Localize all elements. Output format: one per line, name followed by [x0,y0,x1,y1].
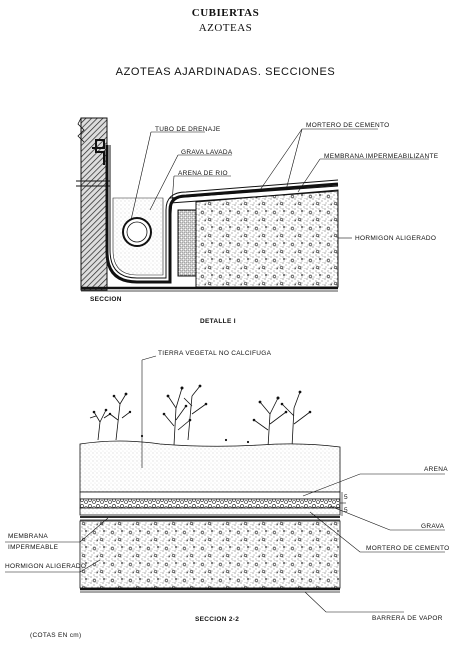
label-arena-rio: ARENA DE RIO [178,170,228,177]
section-2-drawing [5,355,445,613]
label-tierra-vegetal: TIERRA VEGETAL NO CALCIFUGA [158,350,272,357]
dimension-bottom: 5 [344,507,348,514]
plant-group [89,385,311,448]
caption-seccion-2-2: SECCION 2-2 [195,616,240,623]
label-grava: GRAVA [421,523,445,530]
label-hormigon-aligerado-1: HORMIGON ALIGERADO [355,235,437,242]
page-title: CUBIERTAS [191,7,260,19]
page-subtitle: AZOTEAS [198,22,253,34]
label-membrana: MEMBRANA [8,533,48,540]
label-impermeable: IMPERMEABLE [8,544,59,551]
label-hormigon-aligerado-2: HORMIGON ALIGERADO [5,563,87,570]
parapet-wall [80,117,108,291]
label-tubo-drenaje: TUBO DE DRENAJE [155,126,221,133]
label-mortero-cemento: MORTERO DE CEMENTO [306,122,390,129]
caption-detalle-1: DETALLE I [200,318,236,325]
dimension-top: 5 [344,494,348,501]
label-grava-lavada: GRAVA LAVADA [181,149,233,156]
label-membrana-impermeabilizante: MEMBRANA IMPERMEABILIZANTE [324,153,439,160]
label-barrera-vapor: BARRERA DE VAPOR [372,615,443,622]
note-cotas: (COTAS EN cm) [30,632,82,639]
leaf-dots [92,384,312,444]
section-heading: AZOTEAS AJARDINADAS. SECCIONES [115,66,336,78]
detail-1-drawing [76,117,429,292]
label-seccion: SECCION [90,296,122,303]
label-arena: ARENA [424,466,448,473]
label-mortero-cemento-2: MORTERO DE CEMENTO [366,545,450,552]
